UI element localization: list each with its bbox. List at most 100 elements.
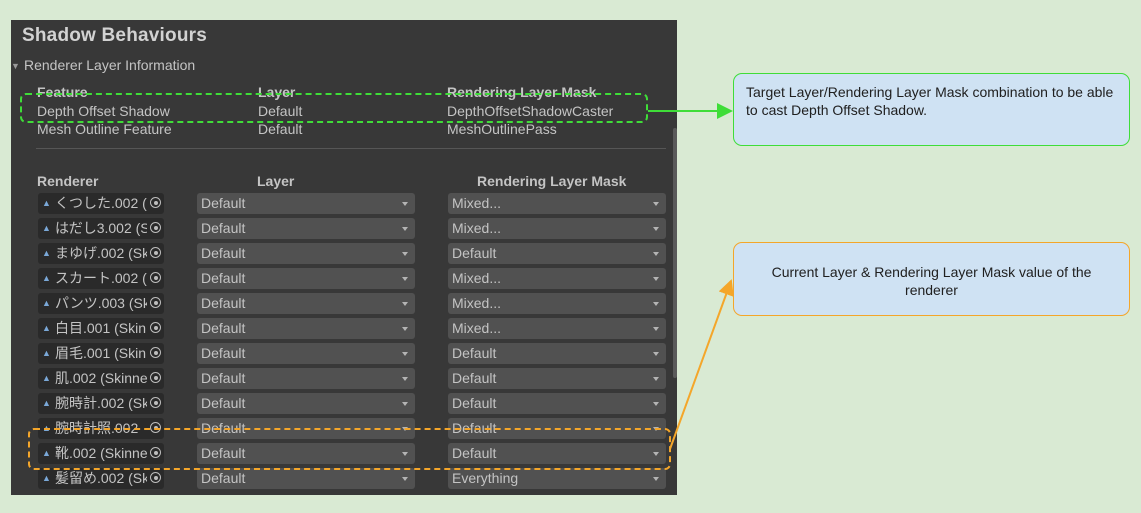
skinned-mesh-icon: ▲ bbox=[42, 198, 51, 208]
renderer-name: 髪留め.002 (Skin bbox=[55, 470, 147, 486]
dropdown-caret-icon bbox=[653, 277, 659, 281]
object-picker-icon[interactable] bbox=[150, 447, 161, 458]
renderer-row: ▲くつした.002 (Skin Default Mixed... bbox=[11, 193, 677, 215]
header-feature: Feature bbox=[37, 84, 88, 100]
renderer-object-field[interactable]: ▲靴.002 (Skinned bbox=[38, 443, 164, 464]
renderer-object-field[interactable]: ▲くつした.002 (Skin bbox=[38, 193, 164, 214]
layer-value: Default bbox=[201, 320, 246, 336]
layer-dropdown[interactable]: Default bbox=[197, 193, 415, 214]
layer-dropdown[interactable]: Default bbox=[197, 268, 415, 289]
foldout-arrow-icon[interactable]: ▼ bbox=[11, 61, 20, 71]
layer-value: Default bbox=[201, 370, 246, 386]
object-picker-icon[interactable] bbox=[150, 372, 161, 383]
feature-table-header: Feature Layer Rendering Layer Mask bbox=[37, 84, 667, 104]
dropdown-caret-icon bbox=[402, 477, 408, 481]
rendering-layer-mask-dropdown[interactable]: Default bbox=[448, 393, 666, 414]
layer-dropdown[interactable]: Default bbox=[197, 468, 415, 489]
renderer-row: ▲髪留め.002 (Skin Default Everything bbox=[11, 468, 677, 490]
renderer-object-field[interactable]: ▲白目.001 (Skin bbox=[38, 318, 164, 339]
layer-dropdown[interactable]: Default bbox=[197, 393, 415, 414]
rendering-layer-mask-dropdown[interactable]: Mixed... bbox=[448, 193, 666, 214]
layer-value: Default bbox=[201, 295, 246, 311]
orange-arrow bbox=[669, 279, 734, 450]
layer-dropdown[interactable]: Default bbox=[197, 343, 415, 364]
object-picker-icon[interactable] bbox=[150, 197, 161, 208]
skinned-mesh-icon: ▲ bbox=[42, 298, 51, 308]
rendering-layer-mask-value: Mixed... bbox=[452, 220, 502, 236]
object-picker-icon[interactable] bbox=[150, 422, 161, 433]
callout-target-combination: Target Layer/Rendering Layer Mask combin… bbox=[733, 73, 1130, 146]
renderer-object-field[interactable]: ▲スカート.002 (Skin bbox=[38, 268, 164, 289]
layer-value: Default bbox=[201, 270, 246, 286]
rendering-layer-mask-dropdown[interactable]: Everything bbox=[448, 468, 666, 489]
layer-value: Default bbox=[201, 470, 246, 486]
skinned-mesh-icon: ▲ bbox=[42, 398, 51, 408]
layer-value: Default bbox=[201, 245, 246, 261]
rendering-layer-mask-value: Default bbox=[452, 370, 497, 386]
header-layer: Layer bbox=[258, 84, 296, 100]
renderer-object-field[interactable]: ▲腕時計.002 (Skin bbox=[38, 393, 164, 414]
object-picker-icon[interactable] bbox=[150, 322, 161, 333]
rendering-layer-mask-dropdown[interactable]: Mixed... bbox=[448, 318, 666, 339]
feature-row: Depth Offset Shadow Default DepthOffsetS… bbox=[37, 103, 667, 123]
object-picker-icon[interactable] bbox=[150, 472, 161, 483]
rendering-layer-mask-dropdown[interactable]: Default bbox=[448, 368, 666, 389]
dropdown-caret-icon bbox=[653, 402, 659, 406]
skinned-mesh-icon: ▲ bbox=[42, 373, 51, 383]
rendering-layer-mask-dropdown[interactable]: Default bbox=[448, 443, 666, 464]
dropdown-caret-icon bbox=[402, 202, 408, 206]
object-picker-icon[interactable] bbox=[150, 297, 161, 308]
renderer-name: 靴.002 (Skinned bbox=[55, 445, 147, 461]
layer-dropdown[interactable]: Default bbox=[197, 443, 415, 464]
divider bbox=[36, 148, 666, 149]
renderer-row: ▲眉毛.001 (Skin Default Default bbox=[11, 343, 677, 365]
rendering-layer-mask-dropdown[interactable]: Mixed... bbox=[448, 268, 666, 289]
dropdown-caret-icon bbox=[402, 352, 408, 356]
rendering-layer-mask-value: Mixed... bbox=[452, 295, 502, 311]
skinned-mesh-icon: ▲ bbox=[42, 348, 51, 358]
rendering-layer-mask-value: Mixed... bbox=[452, 270, 502, 286]
object-picker-icon[interactable] bbox=[150, 247, 161, 258]
shadow-behaviours-panel: Shadow Behaviours ▼Renderer Layer Inform… bbox=[11, 20, 677, 495]
renderer-layer-info-foldout[interactable]: ▼Renderer Layer Information bbox=[11, 57, 195, 73]
layer-value: Default bbox=[201, 220, 246, 236]
layer-dropdown[interactable]: Default bbox=[197, 293, 415, 314]
rendering-layer-mask-dropdown[interactable]: Default bbox=[448, 243, 666, 264]
renderer-object-field[interactable]: ▲はだし3.002 (Skin bbox=[38, 218, 164, 239]
rendering-layer-mask-value: Mixed... bbox=[452, 195, 502, 211]
dropdown-caret-icon bbox=[653, 352, 659, 356]
renderer-object-field[interactable]: ▲まゆげ.002 (Skin bbox=[38, 243, 164, 264]
dropdown-caret-icon bbox=[653, 302, 659, 306]
highlight-current-renderer bbox=[28, 428, 671, 470]
renderer-object-field[interactable]: ▲肌.002 (Skinned bbox=[38, 368, 164, 389]
dropdown-caret-icon bbox=[402, 377, 408, 381]
dropdown-caret-icon bbox=[653, 252, 659, 256]
scrollbar[interactable] bbox=[673, 128, 677, 378]
renderer-name: まゆげ.002 (Skin bbox=[55, 245, 147, 261]
renderer-row: ▲スカート.002 (Skin Default Mixed... bbox=[11, 268, 677, 290]
renderer-object-field[interactable]: ▲パンツ.003 (Skin bbox=[38, 293, 164, 314]
layer-dropdown[interactable]: Default bbox=[197, 218, 415, 239]
feature-name: Mesh Outline Feature bbox=[37, 121, 172, 137]
layer-dropdown[interactable]: Default bbox=[197, 368, 415, 389]
renderer-object-field[interactable]: ▲髪留め.002 (Skin bbox=[38, 468, 164, 489]
skinned-mesh-icon: ▲ bbox=[42, 273, 51, 283]
renderer-object-field[interactable]: ▲眉毛.001 (Skin bbox=[38, 343, 164, 364]
rendering-layer-mask-value: Everything bbox=[452, 470, 519, 486]
object-picker-icon[interactable] bbox=[150, 222, 161, 233]
object-picker-icon[interactable] bbox=[150, 272, 161, 283]
feature-mask: DepthOffsetShadowCaster bbox=[447, 103, 614, 119]
rendering-layer-mask-dropdown[interactable]: Mixed... bbox=[448, 218, 666, 239]
object-picker-icon[interactable] bbox=[150, 397, 161, 408]
header-rendering-layer-mask: Rendering Layer Mask bbox=[447, 84, 597, 100]
layer-value: Default bbox=[201, 445, 246, 461]
dropdown-caret-icon bbox=[653, 327, 659, 331]
header-rendering-layer-mask: Rendering Layer Mask bbox=[477, 173, 627, 189]
layer-dropdown[interactable]: Default bbox=[197, 243, 415, 264]
feature-layer: Default bbox=[258, 103, 303, 119]
rendering-layer-mask-dropdown[interactable]: Mixed... bbox=[448, 293, 666, 314]
layer-dropdown[interactable]: Default bbox=[197, 318, 415, 339]
object-picker-icon[interactable] bbox=[150, 347, 161, 358]
rendering-layer-mask-dropdown[interactable]: Default bbox=[448, 343, 666, 364]
dropdown-caret-icon bbox=[653, 452, 659, 456]
